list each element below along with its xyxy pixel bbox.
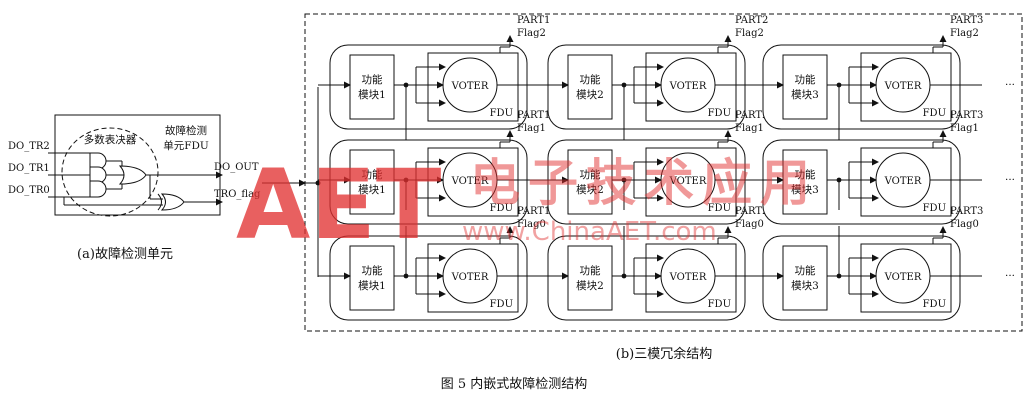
watermark: AET 电子技术应用 www.ChinaAET.com bbox=[236, 149, 818, 261]
figure-caption: 图 5 内嵌式故障检测结构 bbox=[441, 376, 588, 392]
watermark-logo: AET bbox=[236, 149, 441, 261]
flag-label: Flag1 bbox=[950, 123, 979, 134]
flag-label: Flag1 bbox=[517, 123, 546, 134]
functional-module bbox=[349, 149, 395, 215]
tmr-grid: 功能模块1FDUVOTERPART1Flag2功能模块1FDUVOTERPART… bbox=[318, 15, 1015, 321]
fdu-tag: FDU bbox=[490, 203, 513, 214]
voter-label: VOTER bbox=[884, 176, 922, 187]
functional-module bbox=[349, 245, 395, 311]
voter-label: VOTER bbox=[669, 176, 707, 187]
module-label-line1: 功能 bbox=[795, 264, 816, 277]
module-label-line2: 模块3 bbox=[791, 280, 819, 292]
voter-label: VOTER bbox=[451, 272, 489, 283]
and-gate-3 bbox=[89, 180, 107, 198]
voter-label: VOTER bbox=[884, 81, 922, 92]
part-label: PART3 bbox=[950, 15, 983, 26]
module-label-line2: 模块3 bbox=[791, 89, 819, 101]
output-label-do-out: DO_OUT bbox=[214, 162, 259, 173]
module-label-line2: 模块1 bbox=[358, 89, 386, 101]
part-label: PART1 bbox=[517, 110, 550, 121]
voter-label: VOTER bbox=[669, 272, 707, 283]
fdu-panel: 故障检测 单元FDU 多数表决器 DO_TR2 DO_TR1 DO_TR0 DO… bbox=[8, 114, 261, 262]
tmr-panel-border bbox=[304, 13, 1023, 332]
or-gate bbox=[118, 165, 147, 185]
fdu-tag: FDU bbox=[923, 203, 946, 214]
fdu-panel-border bbox=[54, 114, 221, 216]
functional-module bbox=[567, 54, 613, 120]
input-label-tr0: DO_TR0 bbox=[8, 185, 50, 196]
functional-module bbox=[567, 245, 613, 311]
module-label-line1: 功能 bbox=[795, 73, 816, 86]
fdu-tag: FDU bbox=[490, 108, 513, 119]
flag-label: Flag0 bbox=[950, 219, 979, 230]
part-label: PART3 bbox=[950, 206, 983, 217]
flag-label: Flag0 bbox=[517, 219, 546, 230]
flag-label: Flag2 bbox=[950, 28, 979, 39]
module-label-line1: 功能 bbox=[362, 168, 383, 181]
part-label: PART2 bbox=[735, 110, 768, 121]
output-label-tro-flag: TRO_flag bbox=[214, 189, 261, 200]
part-label: PART1 bbox=[517, 15, 550, 26]
part-label: PART2 bbox=[735, 15, 768, 26]
fdu-tag: FDU bbox=[708, 108, 731, 119]
module-label-line1: 功能 bbox=[580, 73, 601, 86]
module-label-line1: 功能 bbox=[795, 168, 816, 181]
input-label-tr1: DO_TR1 bbox=[8, 163, 50, 174]
input-label-tr2: DO_TR2 bbox=[8, 141, 50, 152]
module-label-line2: 模块2 bbox=[576, 184, 604, 196]
majority-voter-outline bbox=[61, 127, 159, 217]
module-label-line2: 模块2 bbox=[576, 280, 604, 292]
module-label-line2: 模块3 bbox=[791, 184, 819, 196]
module-label-line1: 功能 bbox=[580, 168, 601, 181]
functional-module bbox=[782, 149, 828, 215]
flag-label: Flag1 bbox=[735, 123, 764, 134]
module-label-line1: 功能 bbox=[362, 73, 383, 86]
flag-label: Flag2 bbox=[517, 28, 546, 39]
flag-label: Flag0 bbox=[735, 219, 764, 230]
voter-label: VOTER bbox=[884, 272, 922, 283]
functional-module bbox=[782, 245, 828, 311]
functional-module bbox=[782, 54, 828, 120]
fdu-title-line2: 单元FDU bbox=[163, 140, 209, 152]
module-label-line2: 模块1 bbox=[358, 184, 386, 196]
fdu-tag: FDU bbox=[923, 108, 946, 119]
watermark-url: www.ChinaAET.com bbox=[462, 217, 717, 247]
voter-label: VOTER bbox=[669, 81, 707, 92]
continuation-ellipsis: ··· bbox=[1005, 79, 1015, 91]
left-panel-caption: (a)故障检测单元 bbox=[77, 247, 173, 262]
majority-voter-label: 多数表决器 bbox=[84, 133, 137, 146]
part-label: PART2 bbox=[735, 206, 768, 217]
flag-label: Flag2 bbox=[735, 28, 764, 39]
continuation-ellipsis: ··· bbox=[1005, 174, 1015, 186]
functional-module bbox=[349, 54, 395, 120]
part-label: PART1 bbox=[517, 206, 550, 217]
continuation-ellipsis: ··· bbox=[1005, 270, 1015, 282]
fdu-tag: FDU bbox=[923, 299, 946, 310]
watermark-site-cn: 电子技术应用 bbox=[470, 154, 818, 212]
module-label-line1: 功能 bbox=[580, 264, 601, 277]
right-panel-caption: (b)三模冗余结构 bbox=[616, 346, 712, 362]
fdu-tag: FDU bbox=[708, 299, 731, 310]
voter-label: VOTER bbox=[451, 81, 489, 92]
part-label: PART3 bbox=[950, 110, 983, 121]
xor-gate bbox=[160, 193, 185, 211]
fdu-tag: FDU bbox=[708, 203, 731, 214]
module-label-line1: 功能 bbox=[362, 264, 383, 277]
module-label-line2: 模块1 bbox=[358, 280, 386, 292]
fdu-title-line1: 故障检测 bbox=[165, 124, 207, 137]
module-label-line2: 模块2 bbox=[576, 89, 604, 101]
fdu-tag: FDU bbox=[490, 299, 513, 310]
tmr-panel: 功能模块1FDUVOTERPART1Flag2功能模块1FDUVOTERPART… bbox=[262, 13, 1023, 362]
voter-label: VOTER bbox=[451, 176, 489, 187]
